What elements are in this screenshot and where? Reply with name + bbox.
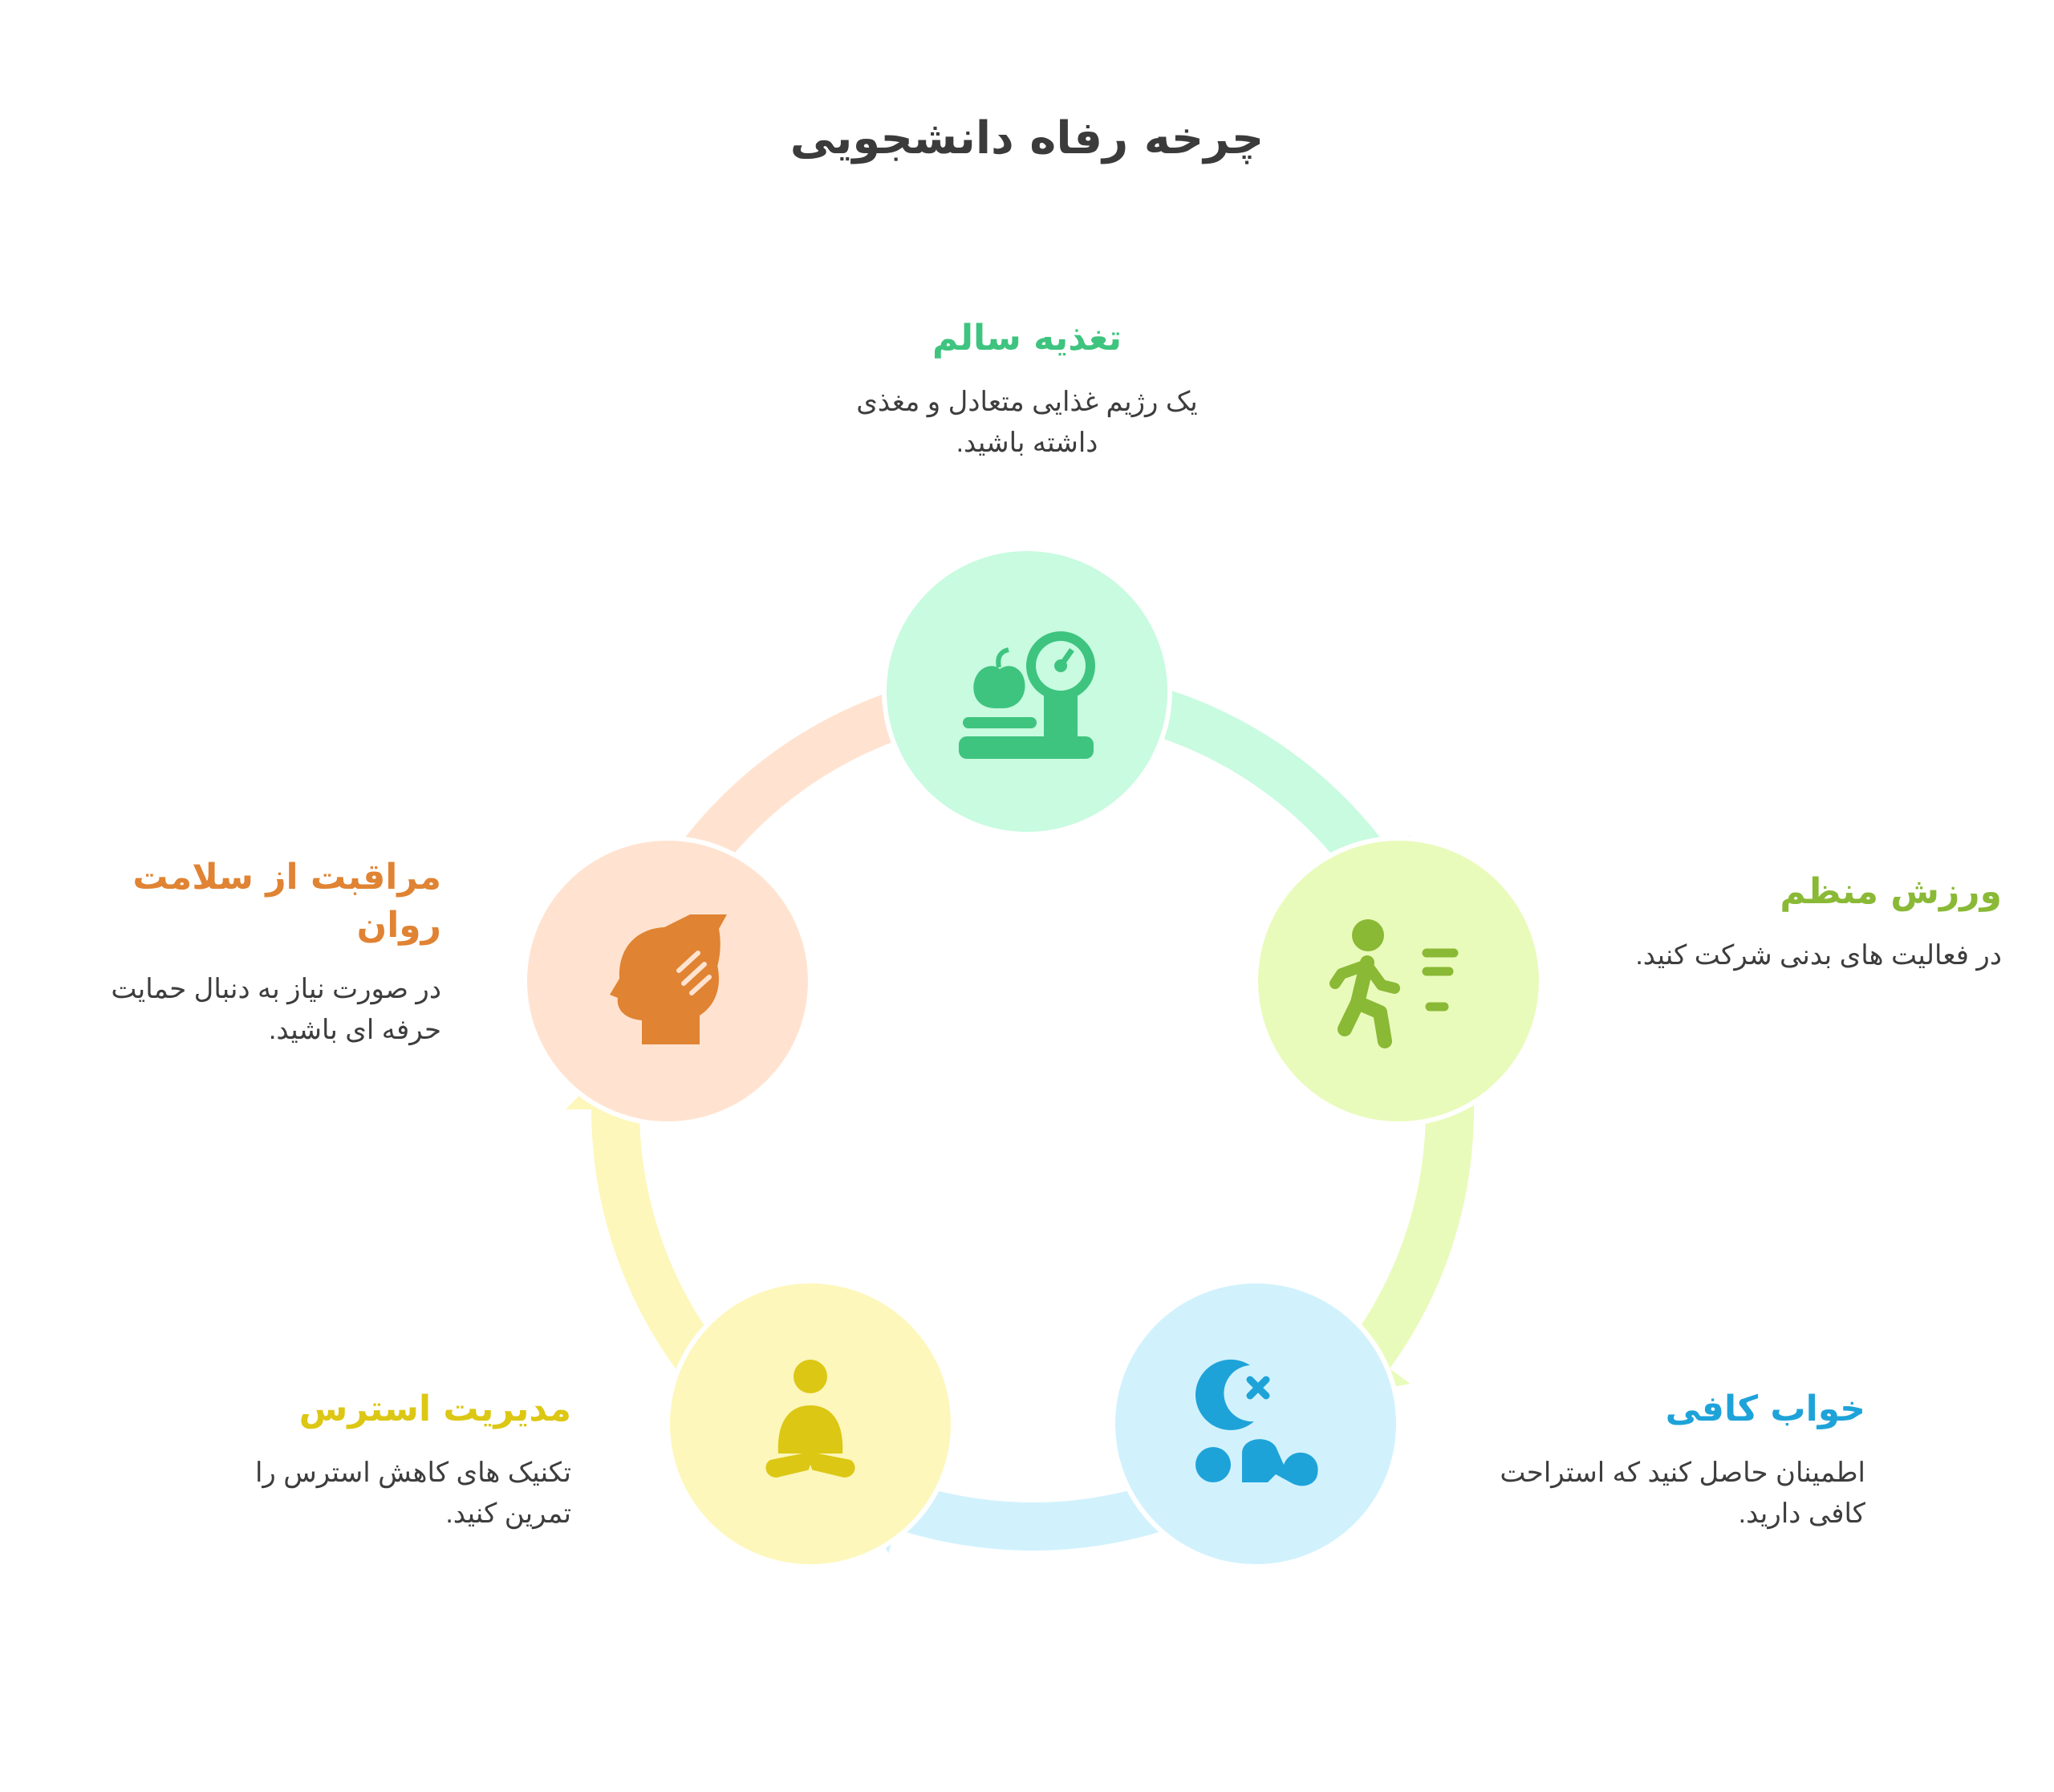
nutrition-label-block: تغذیه سالم یک رژیم غذایی متعادل و مغذی د… — [826, 314, 1228, 464]
sleep-node — [1110, 1279, 1401, 1569]
sleep-description: اطمینان حاصل کنید که استراحت کافی دارید. — [1500, 1458, 1865, 1529]
stress-heading: مدیریت استرس — [298, 1389, 571, 1429]
scale-apple-icon — [959, 631, 1095, 759]
nutrition-description: یک رژیم غذایی متعادل و مغذی داشته باشید. — [856, 387, 1198, 458]
nutrition-heading: تغذیه سالم — [932, 318, 1122, 359]
mental-label-block: مراقبت از سلامت روان در صورت نیاز به دنب… — [88, 853, 441, 1051]
cycle-arrow-stress — [566, 1055, 770, 1437]
sleep-heading: خواب کافی — [1665, 1389, 1865, 1429]
hand-on-head-icon — [610, 914, 727, 1044]
exercise-heading: ورزش منظم — [1780, 871, 2002, 912]
exercise-label-block: ورزش منظم در فعالیت های بدنی شرکت کنید. — [1625, 868, 2002, 976]
sleeping-person-icon — [1195, 1359, 1318, 1486]
mental-description: در صورت نیاز به دنبال حمایت حرفه ای باشی… — [111, 974, 441, 1045]
stress-label-block: مدیریت استرس تکنیک های کاهش استرس را تمر… — [241, 1385, 571, 1535]
meditation-icon — [765, 1360, 855, 1482]
mental-node — [522, 836, 813, 1126]
sleep-label-block: خواب کافی اطمینان حاصل کنید که استراحت ک… — [1488, 1385, 1865, 1535]
exercise-description: در فعالیت های بدنی شرکت کنید. — [1635, 940, 2002, 971]
page-title: چرخه رفاه دانشجویی — [790, 112, 1264, 164]
stress-description: تکنیک های کاهش استرس را تمرین کنید. — [254, 1458, 571, 1529]
nutrition-circle — [882, 546, 1172, 837]
cycle-arrow-sleep — [853, 1449, 1253, 1554]
nutrition-node — [882, 546, 1172, 837]
exercise-node — [1253, 836, 1544, 1126]
exercise-circle — [1253, 836, 1544, 1126]
running-person-icon — [1329, 919, 1459, 1048]
stress-node — [665, 1279, 956, 1569]
mental-heading: مراقبت از سلامت روان — [132, 857, 441, 946]
sleep-circle — [1110, 1279, 1401, 1569]
